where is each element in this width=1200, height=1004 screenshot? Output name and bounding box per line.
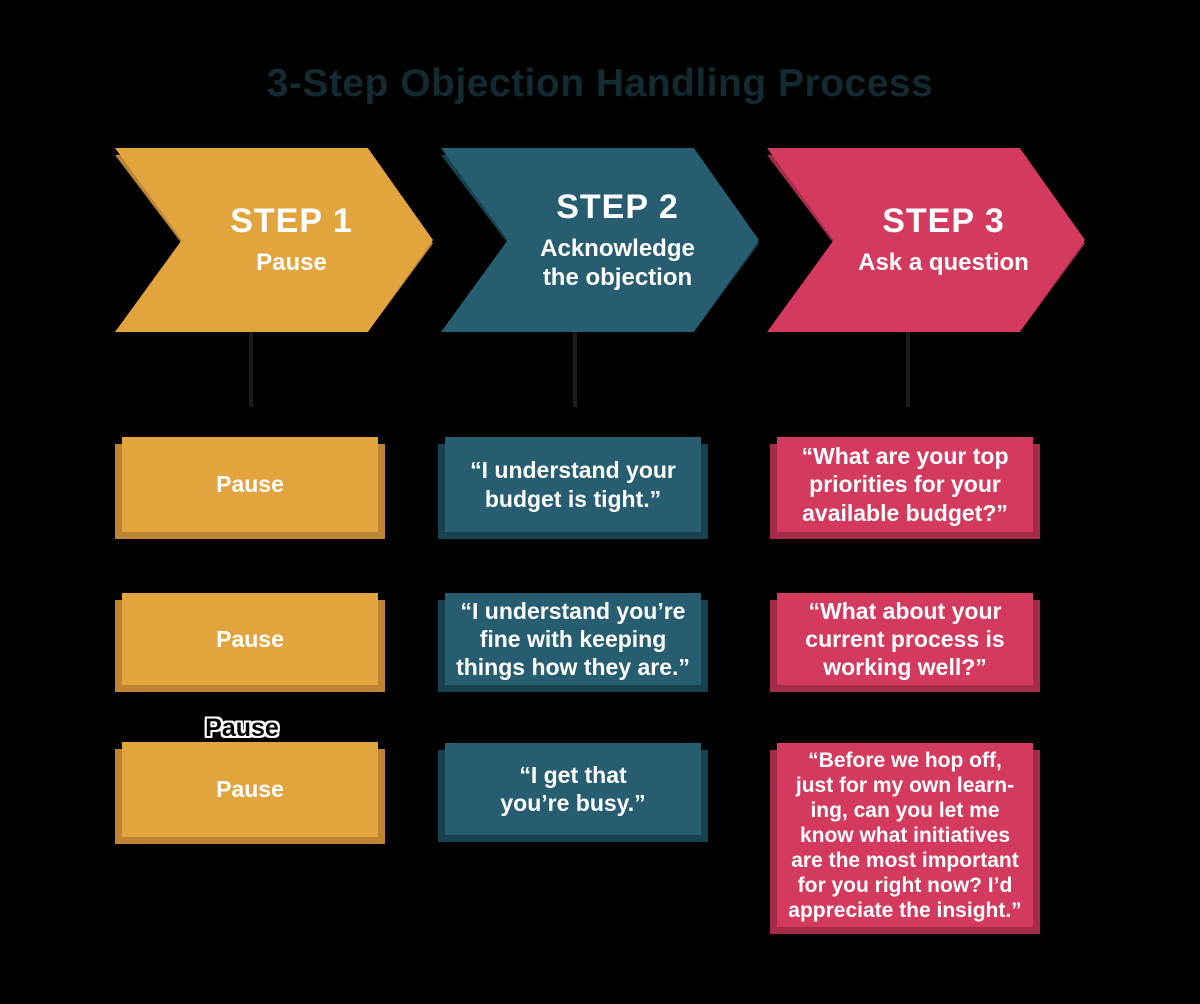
step1-sublabel: Pause bbox=[256, 249, 327, 277]
step1-example-box-3: Pause bbox=[122, 742, 378, 837]
step3-arrow-face: STEP 3 Ask a question bbox=[767, 148, 1085, 332]
step1-example-box-2: Pause bbox=[122, 593, 378, 685]
step2-label: STEP 2 bbox=[556, 187, 679, 226]
step2-example-box-2: “I understand you’re fine with keeping t… bbox=[445, 593, 701, 685]
step1-label: STEP 1 bbox=[230, 202, 353, 241]
step3-arrow: STEP 3 Ask a question bbox=[767, 148, 1085, 332]
step3-example-box-2: “What about your current process is work… bbox=[777, 593, 1033, 685]
step1-arrow: STEP 1 Pause bbox=[115, 148, 433, 332]
step3-example-box-1: “What are your top priorities for your a… bbox=[777, 437, 1033, 532]
step2-connector-line bbox=[573, 331, 577, 407]
step3-example-box-3: “Before we hop off, just for my own lear… bbox=[777, 743, 1033, 927]
page-title: 3-Step Objection Handling Process bbox=[266, 62, 934, 105]
step1-arrow-face: STEP 1 Pause bbox=[115, 148, 433, 332]
step2-sublabel: Acknowledge the objection bbox=[540, 234, 695, 291]
step2-arrow: STEP 2 Acknowledge the objection bbox=[441, 148, 759, 332]
step2-example-box-1: “I understand your budget is tight.” bbox=[445, 437, 701, 532]
ghost-pause-label: Pause bbox=[205, 714, 279, 742]
step3-label: STEP 3 bbox=[882, 202, 1005, 241]
step2-arrow-face: STEP 2 Acknowledge the objection bbox=[441, 148, 759, 332]
step2-example-box-3: “I get that you’re busy.” bbox=[445, 743, 701, 835]
step3-connector-line bbox=[906, 331, 910, 407]
step1-connector-line bbox=[249, 331, 253, 407]
step1-example-box-1: Pause bbox=[122, 437, 378, 532]
step3-sublabel: Ask a question bbox=[858, 249, 1029, 277]
